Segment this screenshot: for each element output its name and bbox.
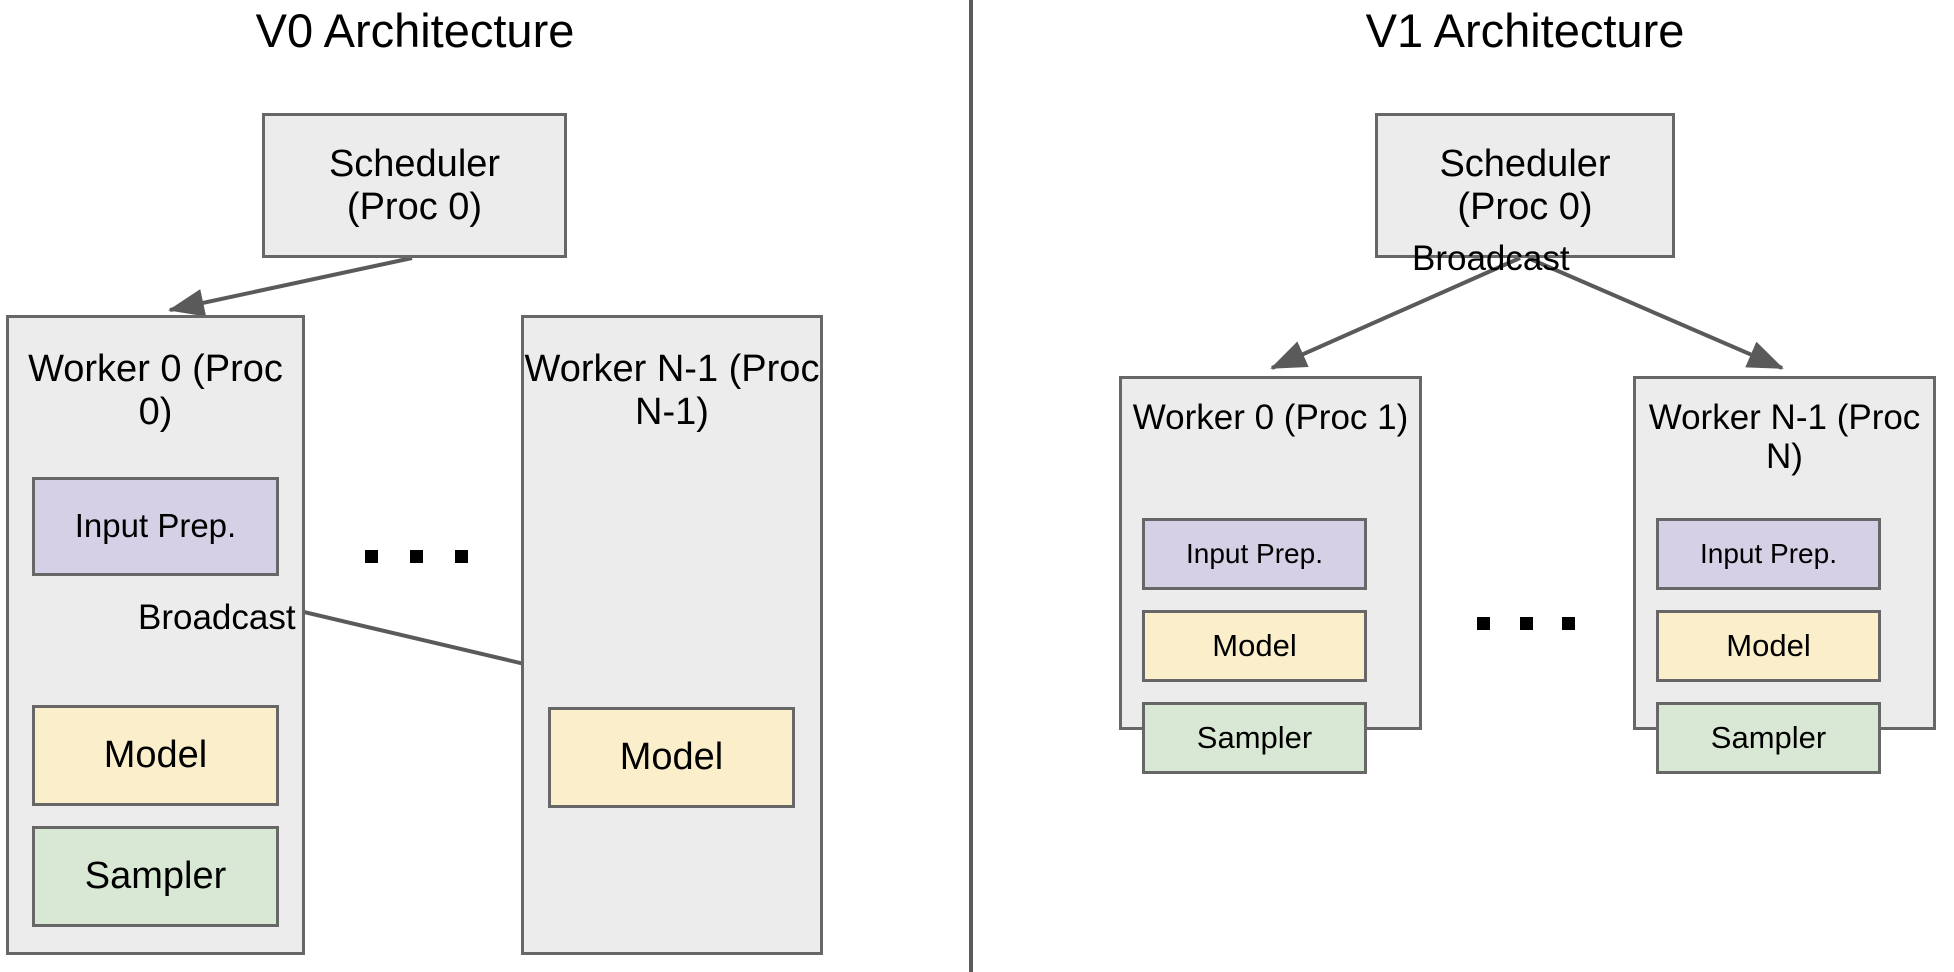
v1-ellipsis [1477,617,1575,630]
v1-ellipsis-dot-2 [1519,617,1533,630]
v0-scheduler-box[interactable]: Scheduler (Proc 0) [262,113,567,258]
v1-ellipsis-dot-1 [1477,617,1490,630]
v1-worker-0-model-label: Model [1212,627,1297,663]
v1-worker-n-input-prep-label: Input Prep. [1700,538,1837,570]
v0-ellipsis-dot-3 [455,550,468,563]
v0-worker-n-line2: (Proc N-1) [635,348,820,433]
v0-worker-n-line1: Worker N-1 [524,348,719,390]
v1-worker-n-sampler-label: Sampler [1710,719,1827,755]
v1-worker-n-line1: Worker N-1 [1648,398,1827,437]
v0-worker-0-sampler-label: Sampler [84,855,227,898]
v0-ellipsis [365,550,468,563]
v0-worker-n-container[interactable] [521,315,823,955]
v0-worker-0-model-label: Model [103,734,208,777]
v1-worker-n-sampler-box[interactable]: Sampler [1656,702,1881,774]
v1-worker-n-heading: Worker N-1 (Proc N) [1633,398,1936,476]
v0-ellipsis-dot-2 [410,550,423,563]
v1-worker-0-heading: Worker 0 (Proc 1) [1119,398,1422,437]
v1-broadcast-label: Broadcast [1412,239,1570,278]
v1-panel-title: V1 Architecture [1365,4,1685,57]
v1-worker-n-model-label: Model [1726,627,1811,663]
v1-worker-n-model-box[interactable]: Model [1656,610,1881,682]
v0-broadcast-label: Broadcast [138,598,296,637]
v0-worker-0-input-prep-label: Input Prep. [74,507,237,545]
v1-worker-0-sampler-box[interactable]: Sampler [1142,702,1367,774]
v0-worker-0-model-box[interactable]: Model [32,705,279,806]
v0-worker-0-line2: (Proc 0) [138,348,283,433]
v1-ellipsis-dot-3 [1562,617,1575,630]
v1-worker-n-input-prep-box[interactable]: Input Prep. [1656,518,1881,590]
v1-worker-0-input-prep-label: Input Prep. [1186,538,1323,570]
v1-scheduler-box[interactable]: Scheduler (Proc 0) [1375,113,1675,258]
v0-ellipsis-dot-1 [365,550,378,563]
panel-divider [969,0,973,972]
v1-worker-0-line2: (Proc 1) [1283,398,1409,437]
v0-panel-title: V0 Architecture [255,4,575,57]
v1-scheduler-line1: Scheduler [1439,142,1611,185]
v1-scheduler-line2: (Proc 0) [1457,185,1593,228]
v0-worker-0-line1: Worker 0 [28,348,182,390]
v0-worker-n-model-box[interactable]: Model [548,707,795,808]
v1-worker-0-input-prep-box[interactable]: Input Prep. [1142,518,1367,590]
v1-worker-0-sampler-label: Sampler [1196,719,1313,755]
v0-worker-0-input-prep-box[interactable]: Input Prep. [32,477,279,576]
arrow-v0-scheduler-to-worker0 [168,256,413,317]
v0-worker-0-sampler-box[interactable]: Sampler [32,826,279,927]
v0-worker-n-model-label: Model [619,736,724,779]
v1-worker-n-line2: (Proc N) [1766,398,1921,477]
v0-scheduler-line2: (Proc 0) [346,185,483,228]
v0-worker-n-heading: Worker N-1 (Proc N-1) [521,348,823,433]
v1-worker-0-model-box[interactable]: Model [1142,610,1367,682]
v0-worker-0-heading: Worker 0 (Proc 0) [6,348,305,433]
v0-scheduler-line1: Scheduler [328,142,501,185]
v1-worker-0-line1: Worker 0 [1132,398,1275,437]
